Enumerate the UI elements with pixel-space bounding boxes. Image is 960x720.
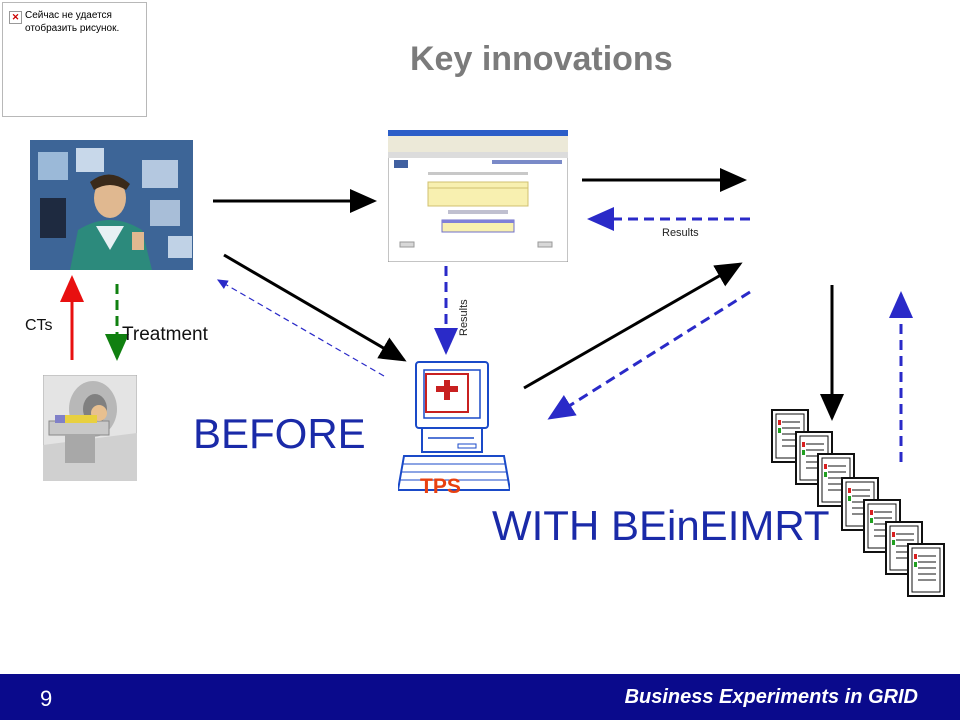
arrow-doctor-to-tps (223, 253, 407, 362)
results-right-label: Results (662, 227, 699, 239)
doctor-photo (30, 140, 193, 270)
broken-image-text: Сейчас не удается отобразить рисунок. (25, 10, 120, 34)
footer-bar (0, 674, 960, 720)
treatment-label: Treatment (122, 324, 208, 345)
results-vertical-label: Results (458, 299, 470, 336)
tps-computer-icon (398, 361, 510, 491)
arrow-tps-to-doctor (216, 279, 385, 377)
broken-image-icon: ✕ (9, 11, 22, 24)
page-number: 9 (40, 686, 53, 711)
arrow-tps-to-grid (523, 262, 743, 390)
before-label: BEFORE (193, 410, 366, 457)
broken-image-placeholder: ✕ Сейчас не удается отобразить рисунок. (2, 2, 147, 117)
tps-label: TPS (420, 475, 461, 498)
with-beineimrt-label: WITH BEinEIMRT (492, 502, 830, 549)
cts-label: CTs (25, 317, 53, 334)
arrow-grid-to-tps (547, 290, 751, 420)
footer-title: Business Experiments in GRID (624, 686, 918, 708)
ct-scanner-image (43, 375, 137, 481)
slide-title: Key innovations (410, 40, 673, 78)
web-app-screenshot (388, 130, 568, 262)
